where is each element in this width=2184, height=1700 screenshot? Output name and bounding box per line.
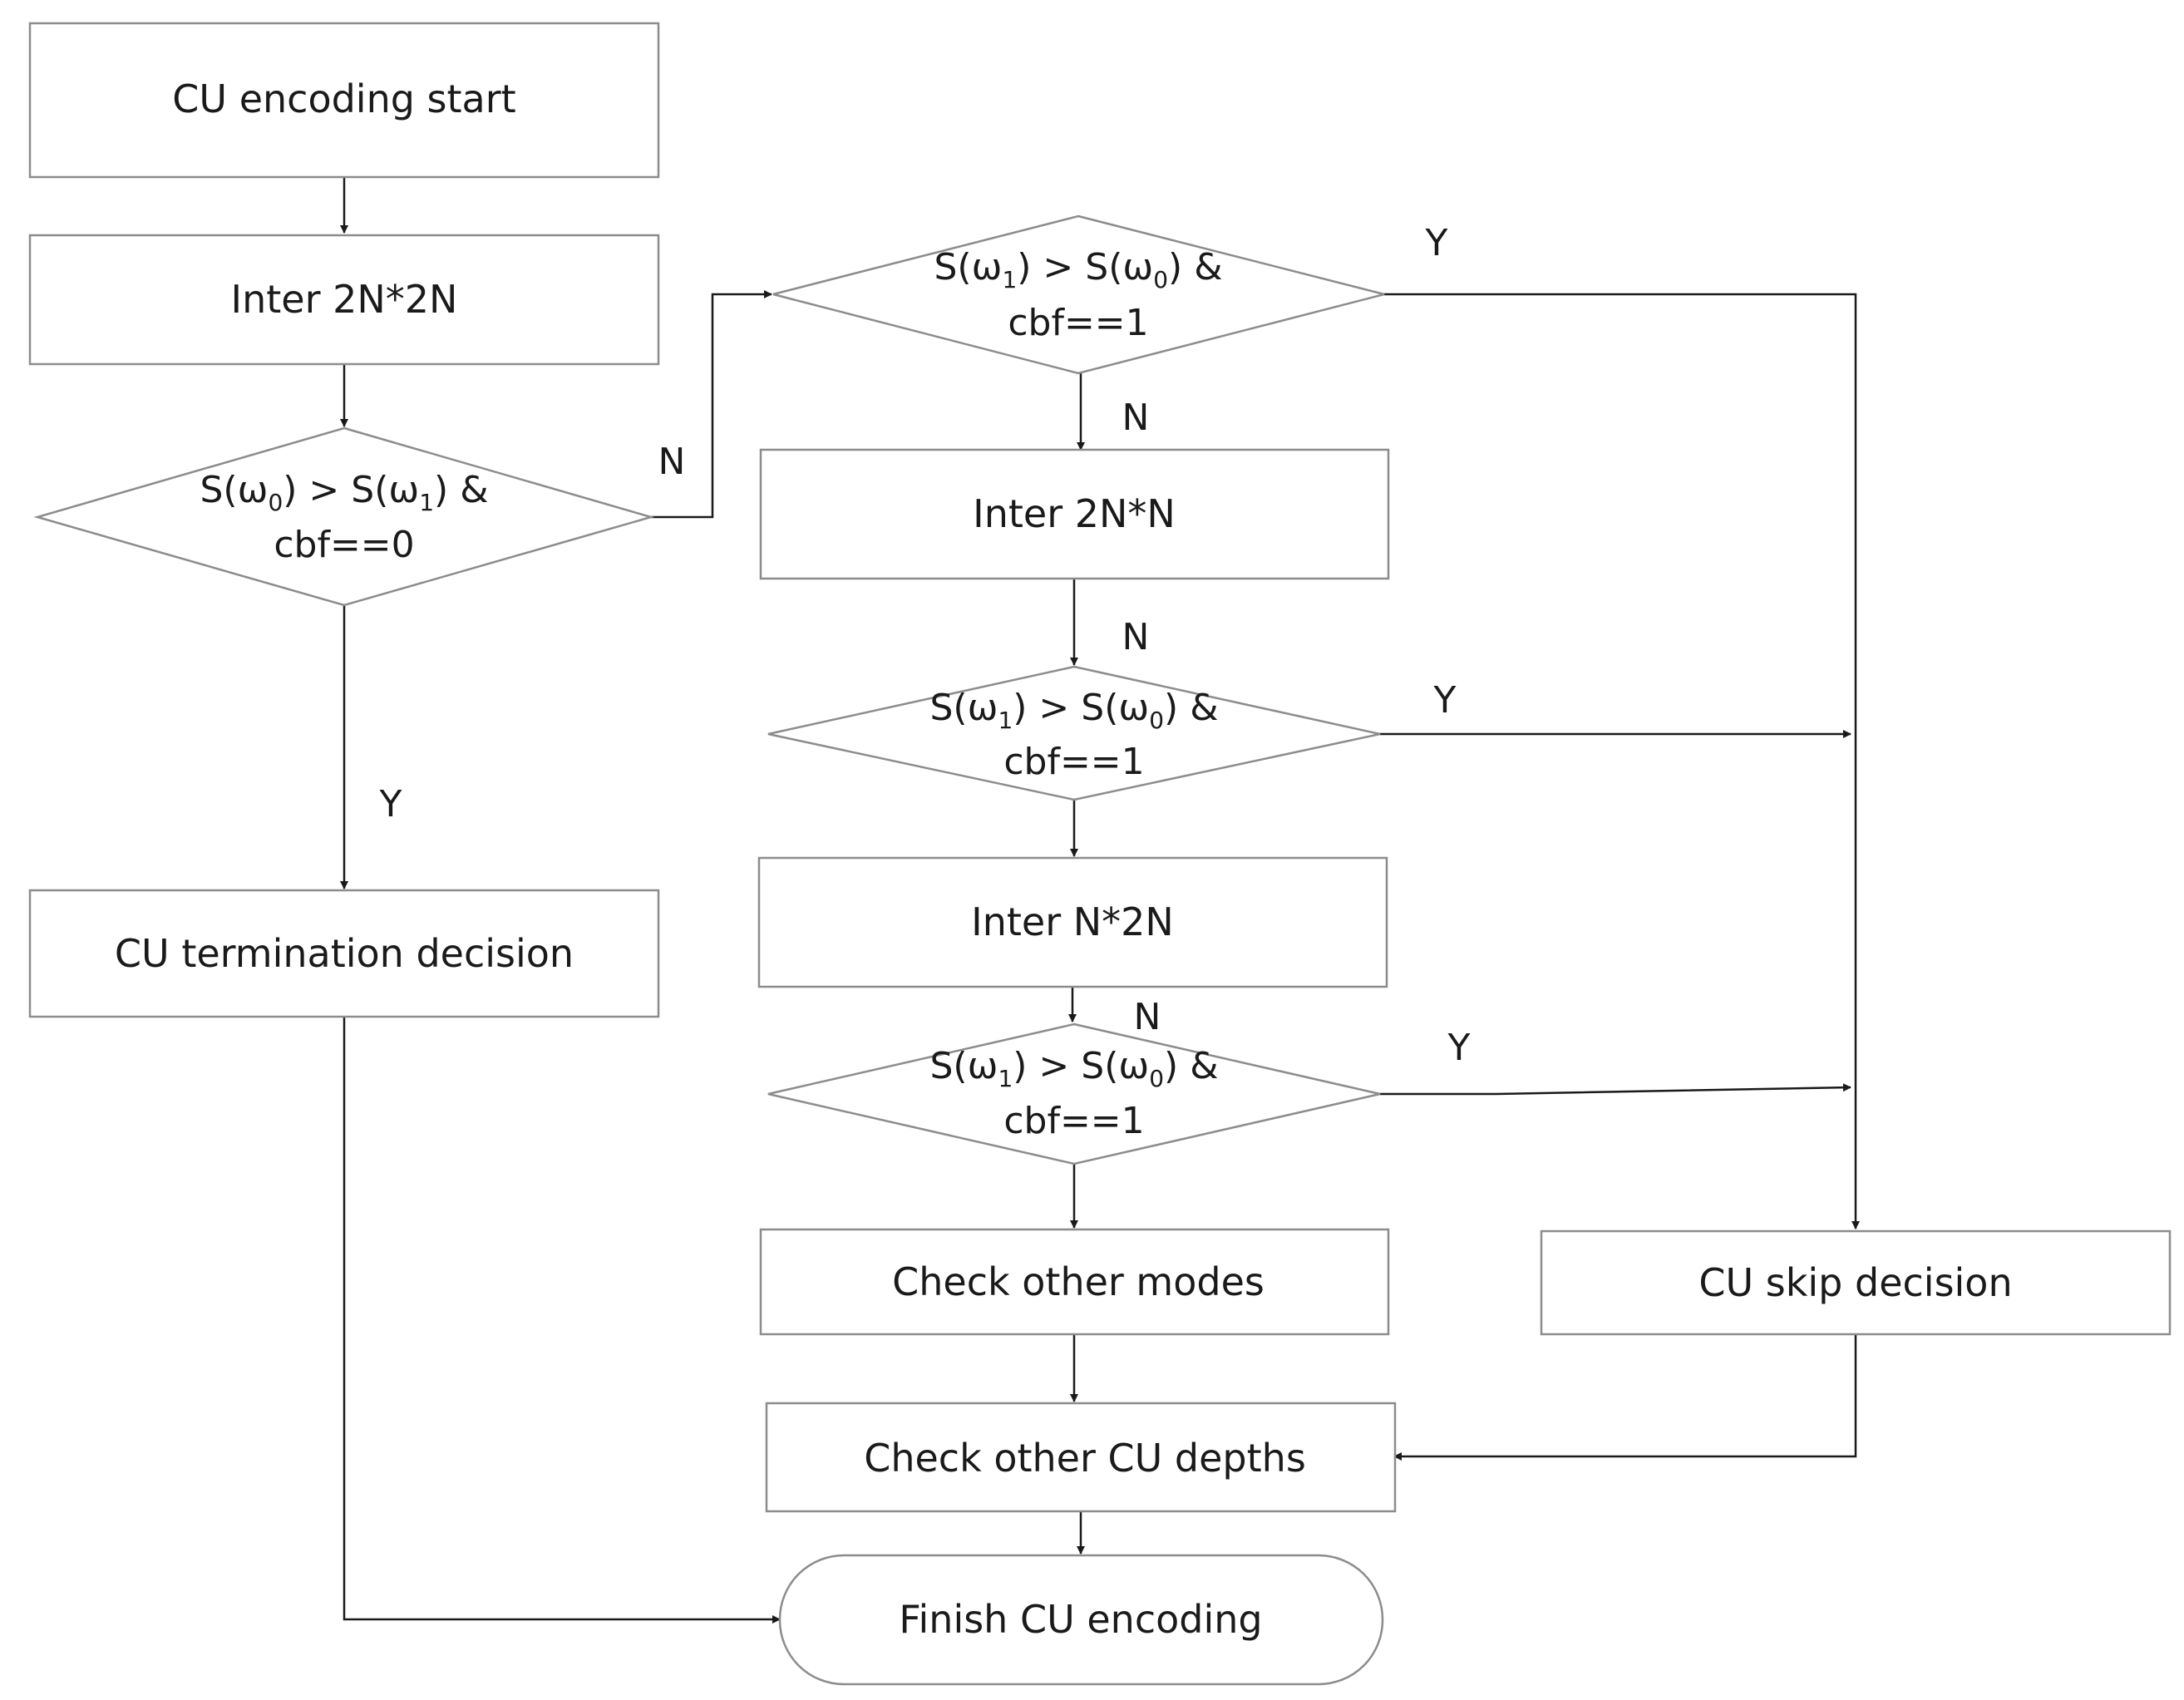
label-d2-no: N <box>1122 397 1150 439</box>
nodes: CU encoding start Inter 2N*2N S(ω0) > S(… <box>28 22 2172 1686</box>
edge-decision1-no-to-decision2 <box>651 290 772 519</box>
node-check-other-modes: Check other modes <box>759 1228 1390 1336</box>
label-d1-no: N <box>658 441 686 483</box>
label-d2-yes: Y <box>1425 222 1448 264</box>
node-cu-skip-decision: CU skip decision <box>1540 1229 2172 1336</box>
node-check-other-cu-depths-label: Check other CU depths <box>864 1436 1306 1481</box>
node-inter-n2n: Inter N*2N <box>757 856 1388 988</box>
node-check-other-modes-label: Check other modes <box>892 1259 1265 1304</box>
edge-labels: N Y Y N N Y N Y <box>379 222 1471 1069</box>
decision-2-condition: S(ω1) > S(ω0) & <box>934 246 1222 293</box>
edge-termination-to-finish <box>343 1017 781 1624</box>
edges <box>340 177 1860 1624</box>
label-d1-yes: Y <box>379 783 402 825</box>
label-d3-yes: Y <box>1433 679 1457 722</box>
decision-4-cbf: cbf==1 <box>1003 1100 1144 1142</box>
node-inter-n2n-label: Inter N*2N <box>971 899 1174 944</box>
decision-2: S(ω1) > S(ω0) & cbf==1 <box>772 214 1385 375</box>
node-inter-2n2n-label: Inter 2N*2N <box>231 277 458 322</box>
decision-1: S(ω0) > S(ω1) & cbf==0 <box>33 426 655 607</box>
node-cu-termination-decision-label: CU termination decision <box>115 931 574 976</box>
node-cu-termination-decision: CU termination decision <box>28 889 660 1018</box>
decision-1-condition: S(ω0) > S(ω1) & <box>200 469 488 516</box>
label-inter2nn-no: N <box>1122 616 1150 658</box>
decision-4: S(ω1) > S(ω0) & cbf==1 <box>767 1022 1381 1165</box>
decision-2-cbf: cbf==1 <box>1008 302 1148 344</box>
node-inter-2nn: Inter 2N*N <box>759 448 1390 580</box>
node-cu-encoding-start: CU encoding start <box>28 22 660 179</box>
node-inter-2nn-label: Inter 2N*N <box>973 491 1176 536</box>
edge-decision2-yes-to-skip <box>1384 293 1860 1229</box>
node-finish-cu-encoding: Finish CU encoding <box>778 1554 1384 1686</box>
node-cu-encoding-start-label: CU encoding start <box>172 76 515 121</box>
decision-1-cbf: cbf==0 <box>274 524 414 566</box>
decision-3: S(ω1) > S(ω0) & cbf==1 <box>767 665 1381 801</box>
edge-decision4-yes-to-skip-line <box>1380 1083 1851 1096</box>
decision-3-condition: S(ω1) > S(ω0) & <box>929 687 1218 734</box>
node-cu-skip-decision-label: CU skip decision <box>1698 1260 2012 1305</box>
edge-skip-to-checkdepths <box>1393 1334 1857 1461</box>
decision-3-cbf: cbf==1 <box>1003 741 1144 783</box>
node-inter-2n2n: Inter 2N*2N <box>28 234 660 366</box>
label-d4-yes: Y <box>1447 1027 1471 1069</box>
node-finish-cu-encoding-label: Finish CU encoding <box>899 1597 1262 1642</box>
label-intern2n-no: N <box>1134 996 1161 1038</box>
decision-4-condition: S(ω1) > S(ω0) & <box>929 1045 1218 1092</box>
node-check-other-cu-depths: Check other CU depths <box>765 1402 1397 1513</box>
